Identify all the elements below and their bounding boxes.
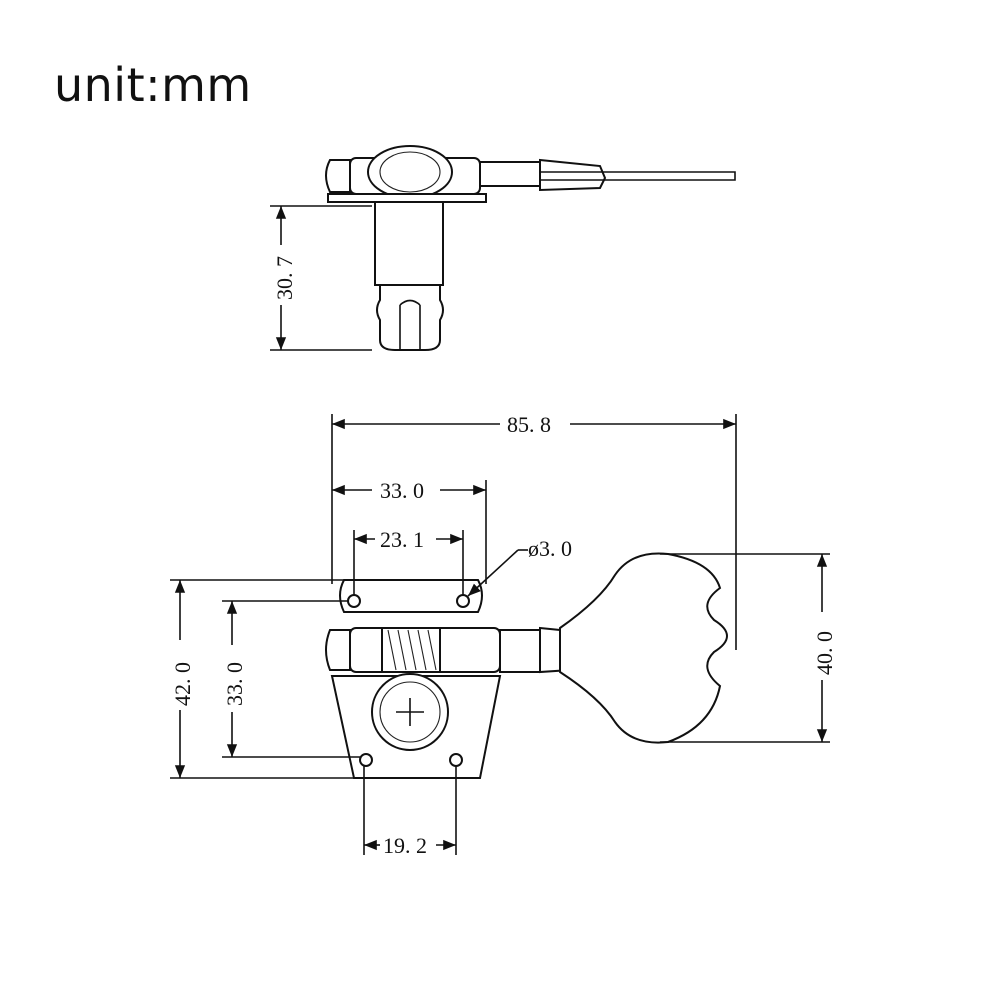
dim-plate-width: 33. 0 — [380, 478, 424, 503]
dim-inner-height: 33. 0 — [222, 662, 247, 706]
mounting-hole-top-left — [347, 594, 361, 608]
dim-bottom-hole-spacing: 19. 2 — [383, 833, 427, 858]
dim-top-hole-spacing: 23. 1 — [380, 527, 424, 552]
mounting-hole-top-right — [456, 594, 470, 608]
dim-plate-height: 42. 0 — [170, 662, 195, 706]
dim-key-height: 40. 0 — [812, 631, 837, 675]
tuner-key — [559, 552, 728, 744]
side-view: 30. 7 — [270, 145, 736, 351]
unit-label: unit:mm — [54, 58, 252, 112]
mounting-hole-bottom-right — [449, 753, 463, 767]
dim-post-height: 30. 7 — [272, 256, 297, 300]
dim-overall-length: 85. 8 — [507, 412, 551, 437]
mounting-hole-bottom-left — [359, 753, 373, 767]
dim-hole-diameter: ø3. 0 — [528, 536, 572, 561]
front-view: 85. 8 33. 0 23. 1 ø3. 0 42. 0 33. 0 — [170, 412, 837, 858]
